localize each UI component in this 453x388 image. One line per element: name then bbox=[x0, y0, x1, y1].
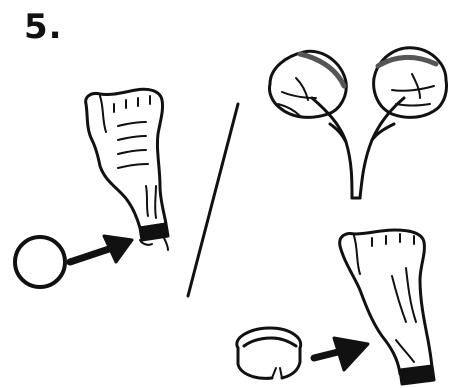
seedling-icon bbox=[269, 48, 446, 198]
glove-finger-left-icon bbox=[86, 89, 168, 250]
divider-line bbox=[188, 104, 238, 296]
arrow-icon-right bbox=[314, 338, 368, 370]
split-ring-icon bbox=[237, 328, 301, 378]
arrow-icon-left bbox=[70, 236, 132, 262]
ring-icon bbox=[15, 237, 65, 287]
